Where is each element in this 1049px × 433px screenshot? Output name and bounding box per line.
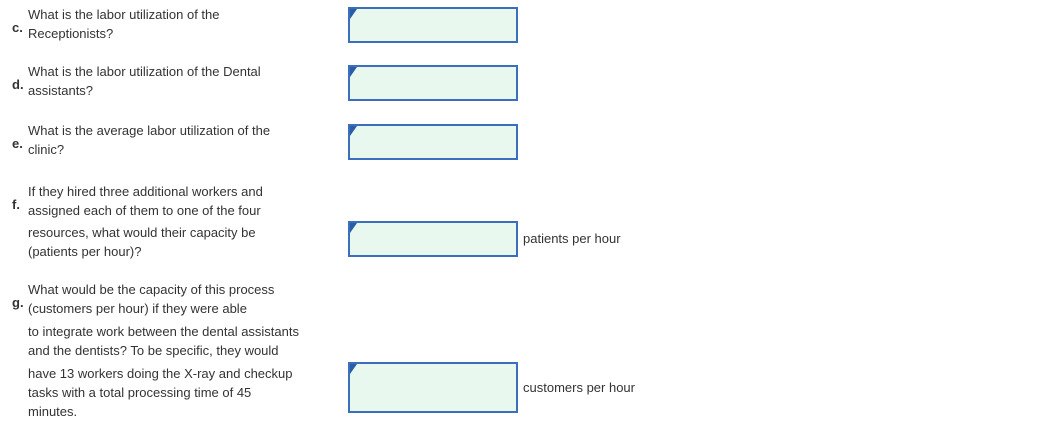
question-text-e: What is the average labor utilization of… (28, 121, 363, 159)
answer-field-f (348, 221, 518, 257)
question-line: resources, what would their capacity be (28, 225, 256, 240)
question-text-f: If they hired three additional workers a… (28, 182, 363, 261)
question-letter-c: c. (12, 20, 23, 35)
answer-input-f[interactable] (348, 221, 518, 257)
question-line: have 13 workers doing the X-ray and chec… (28, 366, 293, 381)
question-line: to integrate work between the dental ass… (28, 324, 299, 339)
answer-field-d (348, 65, 518, 101)
question-letter-d: d. (12, 77, 24, 92)
answer-input-g[interactable] (348, 362, 518, 413)
unit-label-g: customers per hour (523, 380, 635, 395)
question-line: What is the labor utilization of the Den… (28, 64, 261, 79)
question-text-c: What is the labor utilization of the Rec… (28, 5, 363, 43)
question-line: What is the average labor utilization of… (28, 123, 271, 138)
answer-input-d[interactable] (348, 65, 518, 101)
answer-field-g (348, 362, 518, 413)
question-text-g: What would be the capacity of this proce… (28, 280, 363, 421)
answer-input-e[interactable] (348, 124, 518, 160)
question-letter-f: f. (12, 197, 20, 212)
question-line: tasks with a total processing time of 45 (28, 385, 252, 400)
question-line: What is the labor utilization of the (28, 7, 220, 22)
question-line: What would be the capacity of this proce… (28, 282, 275, 297)
answer-field-e (348, 124, 518, 160)
question-line: If they hired three additional workers a… (28, 184, 263, 199)
question-line: (customers per hour) if they were able (28, 301, 247, 316)
unit-label-f: patients per hour (523, 231, 621, 246)
question-line: and the dentists? To be specific, they w… (28, 343, 279, 358)
question-line: clinic? (28, 142, 65, 157)
question-line: Receptionists? (28, 26, 114, 41)
question-line: assistants? (28, 83, 94, 98)
question-line: minutes. (28, 404, 78, 419)
question-text-d: What is the labor utilization of the Den… (28, 62, 363, 100)
question-line: (patients per hour)? (28, 244, 142, 259)
question-line: assigned each of them to one of the four (28, 203, 261, 218)
answer-field-c (348, 7, 518, 43)
question-letter-g: g. (12, 295, 24, 310)
answer-input-c[interactable] (348, 7, 518, 43)
question-letter-e: e. (12, 136, 23, 151)
